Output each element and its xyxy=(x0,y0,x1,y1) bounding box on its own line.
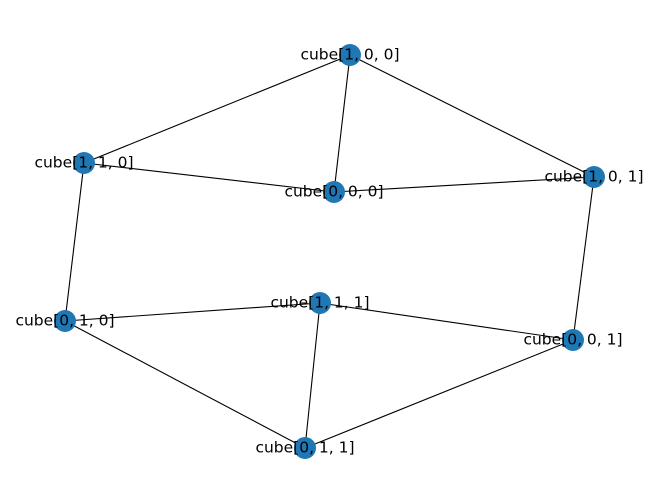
graph-edge xyxy=(304,339,574,449)
graph-node[interactable] xyxy=(339,44,361,66)
graph-node-label: cube[0, 1, 1] xyxy=(255,439,354,457)
graph-edge xyxy=(83,54,351,164)
graph-node[interactable] xyxy=(54,310,76,332)
graph-edge xyxy=(319,302,574,341)
graph-edge xyxy=(333,176,595,193)
graph-node-label: cube[1, 0, 0] xyxy=(300,46,399,64)
graph-node-label: cube[0, 0, 1] xyxy=(523,331,622,349)
graph-edge xyxy=(304,302,321,449)
edge-layer xyxy=(64,54,595,449)
graph-node[interactable] xyxy=(562,329,584,351)
node-layer xyxy=(54,44,605,459)
graph-node-label: cube[1, 1, 1] xyxy=(270,294,369,312)
graph-node-label: cube[1, 0, 1] xyxy=(544,168,643,186)
graph-node-label: cube[0, 1, 0] xyxy=(15,312,114,330)
graph-edge xyxy=(83,162,335,193)
graph-edge xyxy=(64,302,321,322)
graph-node-label: cube[1, 1, 0] xyxy=(34,154,133,172)
graph-node[interactable] xyxy=(73,152,95,174)
graph-node[interactable] xyxy=(583,166,605,188)
graph-node[interactable] xyxy=(309,292,331,314)
graph-edge xyxy=(64,162,85,322)
graph-edge xyxy=(572,176,595,341)
graph-edge xyxy=(333,54,351,193)
label-layer: cube[1, 0, 0] cube[1, 1, 0] cube[1, 0, 1] c… xyxy=(15,46,643,457)
graph-node[interactable] xyxy=(294,437,316,459)
graph-edge xyxy=(64,320,306,449)
graph-node-label: cube[0, 0, 0] xyxy=(284,183,383,201)
graph-node[interactable] xyxy=(323,181,345,203)
graph-edge xyxy=(349,54,595,178)
